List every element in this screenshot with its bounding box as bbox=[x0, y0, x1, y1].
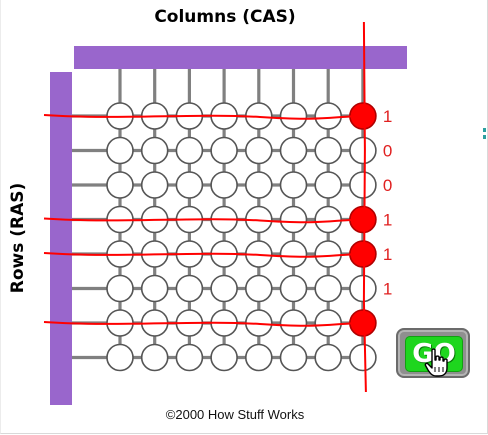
edge-tick-icon bbox=[483, 128, 486, 139]
memory-cell bbox=[140, 136, 169, 165]
memory-cell bbox=[106, 343, 134, 372]
memory-cell bbox=[279, 136, 308, 165]
memory-cell bbox=[279, 102, 308, 130]
memory-cell bbox=[314, 102, 343, 130]
memory-cell bbox=[314, 136, 343, 165]
memory-cell bbox=[279, 205, 308, 234]
bit-value: 1 bbox=[383, 245, 392, 264]
memory-cell bbox=[314, 343, 343, 372]
memory-cell bbox=[349, 343, 377, 372]
memory-cell bbox=[314, 205, 343, 234]
memory-cell bbox=[314, 171, 343, 199]
memory-cell bbox=[244, 343, 273, 372]
cas-bar bbox=[74, 46, 407, 69]
row-signal-line bbox=[43, 321, 359, 327]
memory-cell bbox=[140, 171, 169, 199]
bit-value: 1 bbox=[383, 280, 392, 299]
memory-cell bbox=[314, 309, 343, 337]
memory-cell bbox=[279, 240, 308, 268]
memory-cell bbox=[210, 136, 238, 165]
memory-cell bbox=[175, 136, 204, 165]
row-signal-line bbox=[43, 252, 359, 258]
memory-cell bbox=[279, 274, 308, 303]
memory-cell bbox=[175, 274, 204, 303]
memory-cell bbox=[279, 171, 308, 199]
memory-cell bbox=[349, 171, 377, 199]
memory-cell bbox=[349, 274, 377, 303]
memory-cell bbox=[314, 274, 343, 303]
memory-cell bbox=[140, 343, 169, 372]
memory-cell bbox=[106, 274, 134, 303]
row-signal-line bbox=[43, 114, 359, 120]
memory-cell bbox=[349, 136, 377, 165]
bit-value: 0 bbox=[383, 176, 392, 195]
memory-cell bbox=[210, 343, 238, 372]
ras-bar bbox=[50, 72, 72, 405]
hand-pointer-icon bbox=[424, 348, 448, 377]
columns-title: Columns (CAS) bbox=[154, 7, 296, 27]
memory-cell bbox=[279, 309, 308, 337]
memory-cell bbox=[244, 136, 273, 165]
memory-cell bbox=[279, 343, 308, 372]
memory-cell bbox=[175, 343, 204, 372]
memory-cell bbox=[210, 171, 238, 199]
memory-cell bbox=[175, 171, 204, 199]
bit-value: 1 bbox=[383, 107, 392, 126]
copyright-text: ©2000 How Stuff Works bbox=[165, 407, 305, 422]
bit-value: 0 bbox=[383, 142, 392, 161]
memory-cell bbox=[140, 274, 169, 303]
memory-cell bbox=[244, 171, 273, 199]
column-signal-line bbox=[362, 21, 367, 393]
memory-cell bbox=[106, 171, 134, 199]
rows-title: Rows (RAS) bbox=[8, 182, 28, 294]
row-signal-line bbox=[43, 217, 359, 224]
memory-cell bbox=[106, 136, 134, 165]
memory-cell bbox=[210, 274, 238, 303]
memory-cell bbox=[314, 240, 343, 268]
bit-value: 1 bbox=[383, 211, 392, 230]
memory-cell bbox=[244, 274, 273, 303]
